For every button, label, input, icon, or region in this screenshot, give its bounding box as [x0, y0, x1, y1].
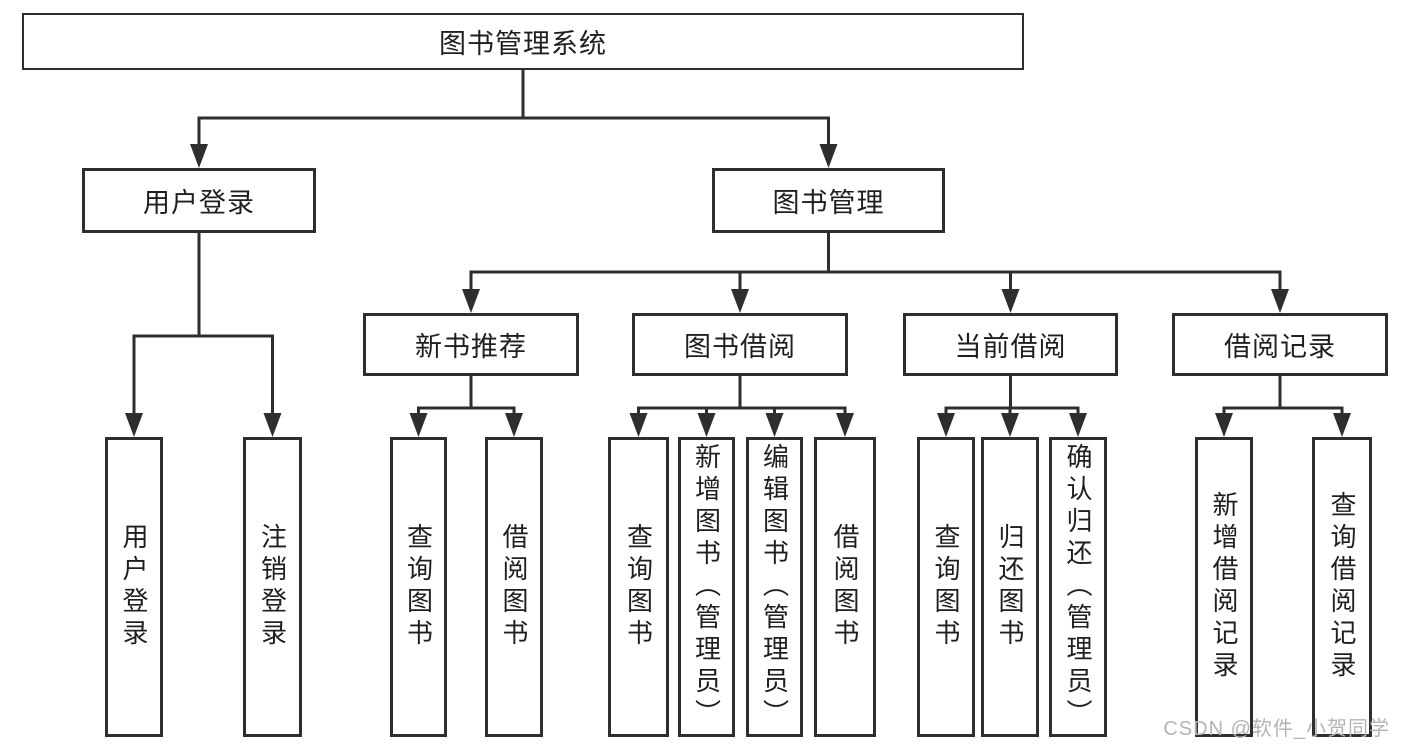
- leaf-borrowing-edit-books-admin: 编辑图书（管理员）: [746, 437, 803, 737]
- node-book-borrowing: 图书借阅: [632, 313, 848, 376]
- leaf-current-confirm-return-admin: 确认归还（管理员）: [1049, 437, 1107, 737]
- node-book-management: 图书管理: [712, 168, 945, 233]
- node-label: 查询图书: [403, 523, 434, 651]
- node-label: 用户登录: [143, 188, 255, 218]
- leaf-recommend-borrow-books: 借阅图书: [485, 437, 543, 737]
- node-label: 查询图书: [623, 523, 654, 651]
- leaf-user-login: 用户登录: [105, 437, 163, 737]
- node-label: 编辑图书（管理员）: [759, 443, 790, 731]
- node-label: 新增图书（管理员）: [691, 443, 722, 731]
- leaf-current-return-books: 归还图书: [981, 437, 1039, 737]
- node-label: 查询图书: [931, 523, 961, 651]
- node-label: 图书借阅: [684, 332, 796, 362]
- node-borrowing-records: 借阅记录: [1172, 313, 1388, 376]
- leaf-borrowing-query-books: 查询图书: [608, 437, 669, 737]
- node-current-borrowing: 当前借阅: [903, 313, 1118, 376]
- leaf-records-add-borrow-record: 新增借阅记录: [1195, 437, 1253, 737]
- leaf-borrowing-borrow-books: 借阅图书: [814, 437, 876, 737]
- leaf-borrowing-add-books-admin: 新增图书（管理员）: [678, 437, 735, 737]
- node-label: 借阅图书: [830, 523, 860, 651]
- node-label: 注销登录: [257, 523, 288, 651]
- node-user-login: 用户登录: [82, 168, 316, 233]
- node-label: 图书管理: [772, 188, 885, 218]
- node-label: 归还图书: [995, 523, 1025, 651]
- node-label: 确认归还（管理员）: [1063, 443, 1093, 731]
- node-label: 用户登录: [119, 523, 149, 651]
- node-label: 新增借阅记录: [1209, 491, 1239, 683]
- node-label: 当前借阅: [954, 332, 1067, 362]
- leaf-recommend-query-books: 查询图书: [390, 437, 447, 737]
- leaf-records-query-borrow-record: 查询借阅记录: [1312, 437, 1372, 737]
- node-label: 图书管理系统: [439, 29, 607, 59]
- leaf-logout: 注销登录: [243, 437, 302, 737]
- leaf-current-query-books: 查询图书: [917, 437, 975, 737]
- node-new-book-recommendation: 新书推荐: [363, 313, 579, 376]
- node-label: 借阅图书: [499, 523, 529, 651]
- node-label: 新书推荐: [415, 332, 527, 362]
- node-label: 查询借阅记录: [1327, 491, 1357, 683]
- csdn-watermark: CSDN @软件_小贺同学: [1163, 718, 1390, 740]
- node-label: 借阅记录: [1224, 332, 1336, 362]
- node-library-management-system: 图书管理系统: [22, 13, 1024, 70]
